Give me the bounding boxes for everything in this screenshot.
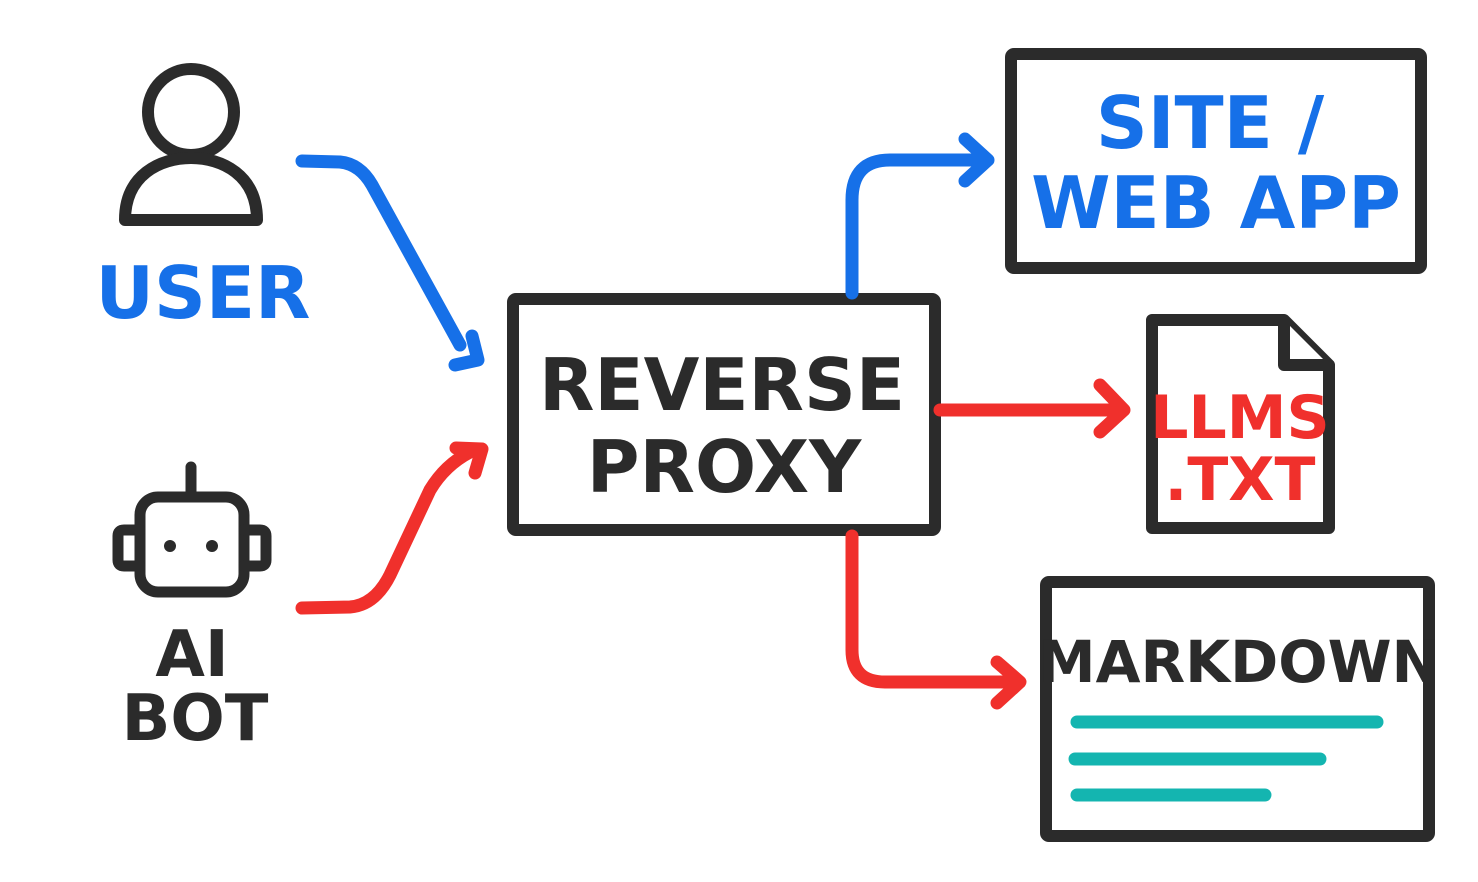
- user-actor: USER: [96, 63, 311, 335]
- proxy-label-line1: REVERSE: [539, 343, 905, 427]
- person-icon: [119, 63, 263, 226]
- bot-label-line1: AI: [155, 618, 228, 692]
- markdown-title: MARKDOWN: [1038, 628, 1440, 696]
- arrow-proxy-to-site: [845, 132, 995, 300]
- arrow-bot-to-proxy: [295, 441, 489, 615]
- arrow-proxy-to-llms: [933, 378, 1131, 439]
- arrow-proxy-to-markdown: [845, 529, 1027, 710]
- markdown-box: MARKDOWN: [1038, 576, 1440, 842]
- site-label-line1: SITE /: [1096, 81, 1325, 165]
- llms-label-line2: .TXT: [1165, 445, 1316, 515]
- robot-icon: [112, 461, 272, 598]
- llms-txt-document: LLMS .TXT: [1146, 314, 1335, 534]
- bot-actor: AI BOT: [112, 461, 272, 756]
- user-label: USER: [96, 251, 311, 335]
- arrow-user-to-proxy: [295, 154, 485, 372]
- site-webapp-box: SITE / WEB APP: [1005, 48, 1427, 274]
- proxy-label-line2: PROXY: [587, 425, 862, 509]
- markdown-content-lines: [1068, 715, 1384, 802]
- document-icon: [1146, 314, 1335, 534]
- bot-label-line2: BOT: [122, 682, 269, 756]
- site-label-line2: WEB APP: [1031, 161, 1401, 245]
- llms-label-line1: LLMS: [1150, 383, 1329, 453]
- reverse-proxy-box: REVERSE PROXY: [507, 293, 941, 536]
